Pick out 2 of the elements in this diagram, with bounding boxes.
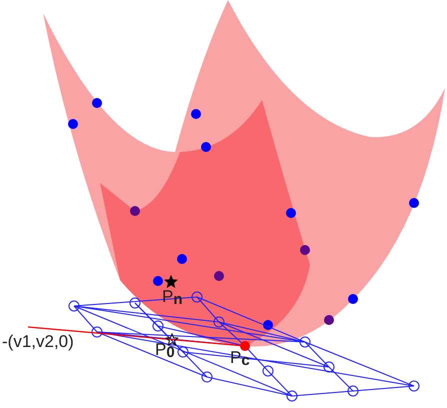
vector-label: -(v1,v2,0) (2, 333, 74, 350)
point-label: P$_{0}$ (155, 341, 175, 360)
